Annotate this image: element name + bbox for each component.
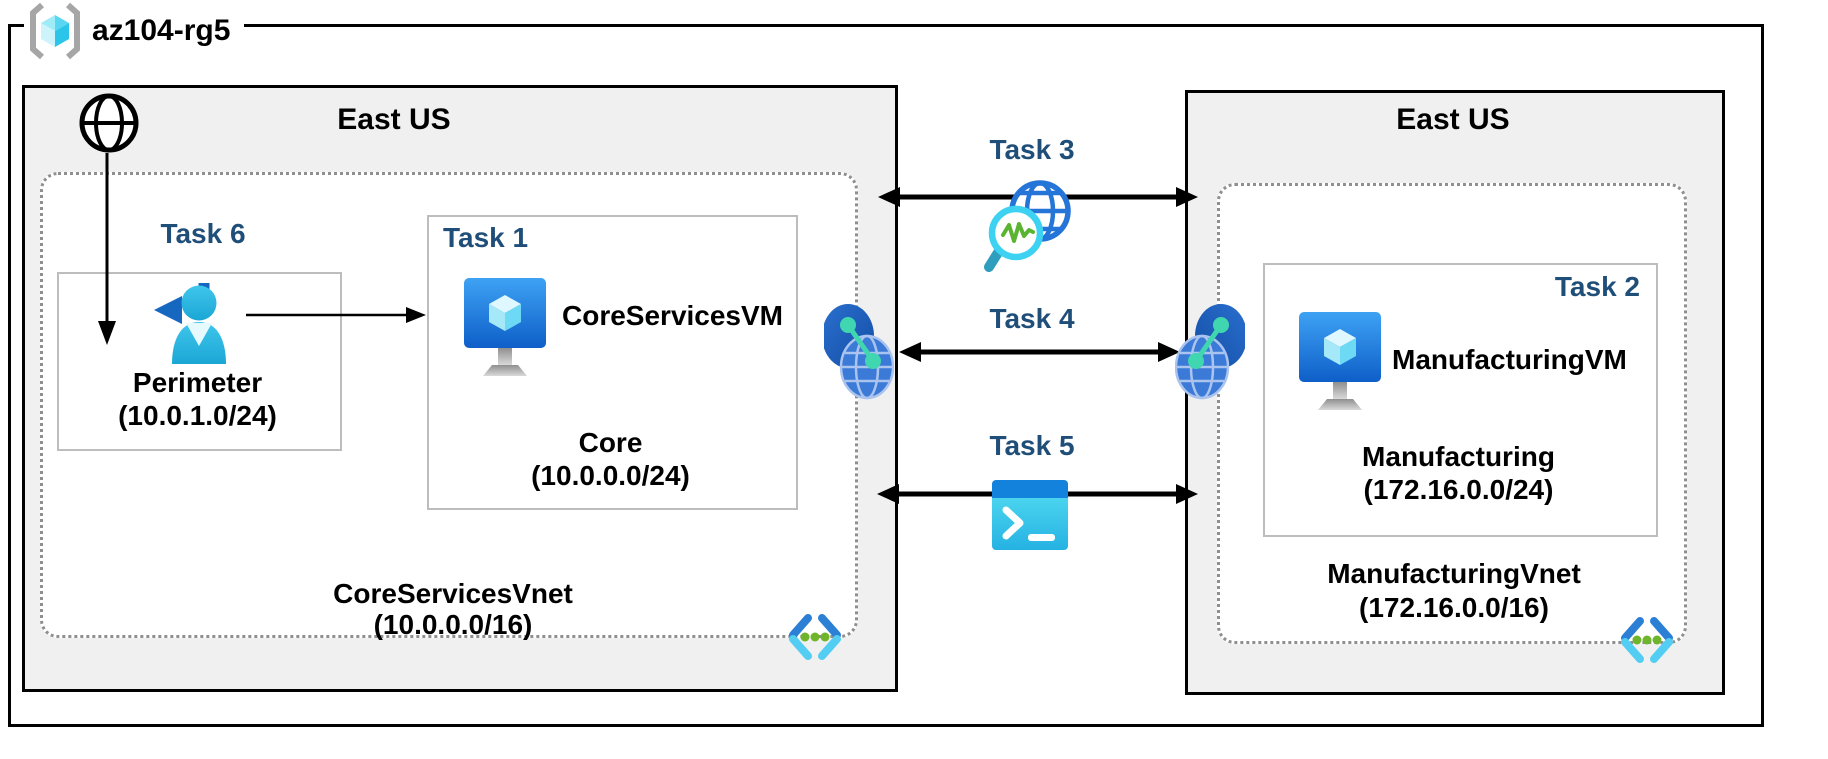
manufacturing-subnet-cidr: (172.16.0.0/24) — [1363, 474, 1554, 505]
core-subnet-block: Core (10.0.0.0/24) — [427, 426, 794, 492]
task5-label: Task 5 — [989, 430, 1075, 461]
task4-label: Task 4 — [989, 303, 1075, 334]
coreservices-vnet-name: CoreServicesVnet — [333, 578, 573, 609]
perimeter-name-block: Perimeter (10.0.1.0/24) — [57, 366, 338, 432]
manufacturing-vnet-block: ManufacturingVnet (172.16.0.0/16) — [1254, 557, 1654, 625]
task1-box — [427, 215, 798, 510]
vm-icon — [464, 278, 546, 376]
coreservices-vnet-cidr: (10.0.0.0/16) — [373, 609, 533, 640]
perimeter-to-vm-arrow — [246, 307, 426, 323]
coreservices-vm-name: CoreServicesVM — [562, 300, 784, 331]
region-right-location: East US — [1396, 103, 1510, 136]
internet-globe-icon — [79, 93, 139, 153]
cloud-shell-icon — [992, 480, 1068, 550]
task2-label: Task 2 — [1554, 271, 1640, 302]
resource-group-box — [8, 24, 1764, 727]
vnet-peering-icon-left — [824, 304, 894, 400]
resource-group-label: az104-rg5 — [24, 2, 245, 60]
manufacturing-vnet-cidr: (172.16.0.0/16) — [1359, 592, 1549, 623]
region-left-location: East US — [337, 103, 451, 136]
network-watcher-icon — [984, 180, 1071, 272]
task6-label: Task 6 — [160, 218, 246, 249]
internet-to-perimeter-arrow — [98, 153, 116, 345]
vm-icon-right — [1299, 312, 1381, 410]
task1-label: Task 1 — [443, 222, 529, 253]
manufacturing-vm-name: ManufacturingVM — [1392, 344, 1627, 375]
manufacturing-subnet-name: Manufacturing — [1362, 441, 1555, 472]
user-signin-icon — [154, 283, 226, 364]
core-subnet-cidr: (10.0.0.0/24) — [531, 460, 690, 491]
resource-group-name: az104-rg5 — [92, 14, 231, 47]
subnet-code-icon — [789, 614, 841, 660]
perimeter-cidr: (10.0.1.0/24) — [118, 400, 277, 431]
task3-label: Task 3 — [989, 134, 1075, 165]
resource-group-icon — [30, 2, 80, 60]
manufacturing-subnet-block: Manufacturing (172.16.0.0/24) — [1263, 440, 1654, 506]
perimeter-name: Perimeter — [132, 367, 263, 398]
subnet-code-icon-right — [1621, 617, 1673, 663]
manufacturing-vnet-name: ManufacturingVnet — [1327, 558, 1581, 589]
core-subnet-name: Core — [578, 427, 643, 458]
coreservices-vnet-block: CoreServicesVnet (10.0.0.0/16) — [253, 578, 653, 640]
vnet-peering-icon-right — [1175, 304, 1245, 400]
task4-arrow — [899, 342, 1180, 362]
